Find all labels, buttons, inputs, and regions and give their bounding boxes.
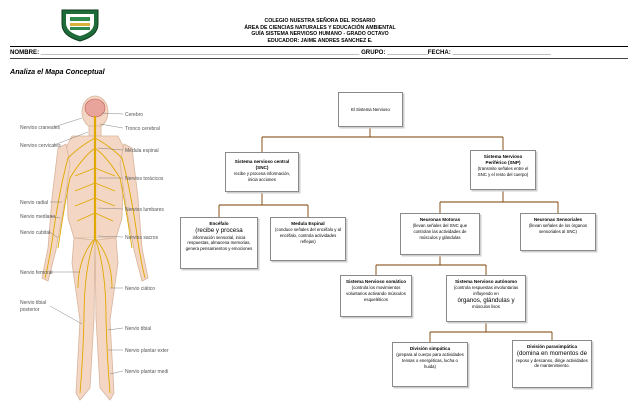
label-nervios-lumbares: Nervios lumbares bbox=[125, 207, 164, 213]
header-rule bbox=[10, 46, 628, 47]
label-nervios-sacros: Nervios sacros bbox=[125, 235, 159, 241]
node-medula-espinal: Medula Espinal (conduce señales del encé… bbox=[270, 217, 346, 261]
node-neuronas-sensoriales: Neuronas Sensoriales (llevan señales de … bbox=[520, 213, 596, 251]
label-cerebro: Cerebro bbox=[125, 112, 143, 118]
student-form-line: NOMBRE: ________________________________… bbox=[10, 49, 551, 56]
node-somatico: Sistema Nervioso somático (controla los … bbox=[340, 275, 412, 317]
node-snp: Sistema Nervioso Periférico (SNP) (trans… bbox=[470, 150, 536, 190]
school-name: COLEGIO NUESTRA SEÑORA DEL ROSARIO bbox=[264, 18, 376, 24]
educator-name: EDUCADOR: JAIME ANDRES SANCHEZ E. bbox=[267, 37, 373, 44]
form-rule bbox=[10, 58, 628, 59]
label-nervio-tibial: Nervio tibial bbox=[125, 326, 151, 332]
label-nervios-toracicos: Nervios torácicos bbox=[125, 176, 164, 182]
node-neuronas-motoras: Neuronas Motoras (llevan señales del SNC… bbox=[400, 213, 480, 255]
node-division-parasimpatica: División parasimpática (domina en moment… bbox=[512, 340, 592, 388]
school-logo bbox=[58, 8, 102, 42]
guide-title: GUÍA SISTEMA NERVIOSO HUMANO - GRADO OCT… bbox=[251, 31, 389, 38]
label-nervios-craneales: Nervios craneales bbox=[20, 125, 61, 131]
node-sistema-nervioso: El Sistema Nervioso bbox=[338, 92, 403, 127]
label-nervio-radial: Nervio radial bbox=[20, 200, 48, 206]
instruction-text: Analiza el Mapa Conceptual bbox=[10, 67, 105, 76]
label-tronco-cerebral: Tronco cerebral bbox=[125, 126, 160, 132]
label-nervio-plantar-medial: Nervio plantar medi bbox=[125, 369, 168, 375]
svg-text:posterior: posterior bbox=[20, 307, 40, 313]
label-nervio-ciatico: Nervio ciático bbox=[125, 286, 155, 292]
nervous-system-figure: Nervios craneales Nervios cervicales Ner… bbox=[20, 88, 190, 413]
label-medula-espinal: Médula espinal bbox=[125, 148, 159, 154]
school-header: COLEGIO NUESTRA SEÑORA DEL ROSARIO ÁREA … bbox=[200, 18, 440, 44]
area-name: ÁREA DE CIENCIAS NATURALES Y EDUCACIÓN A… bbox=[244, 24, 396, 31]
node-encefalo: Encéfalo (recibe y procesa información s… bbox=[180, 217, 258, 269]
node-snc: Sistema nervioso central (SNC) recibe y … bbox=[225, 152, 299, 192]
label-nervios-cervicales: Nervios cervicales bbox=[20, 143, 61, 149]
label-nervio-tibial-posterior: Nervio tibial bbox=[20, 300, 46, 306]
node-division-simpatica: División simpática (prepara al cuerpo pa… bbox=[392, 342, 468, 387]
label-nervio-plantar-externo: Nervio plantar exter bbox=[125, 348, 169, 354]
label-nervio-cubital: Nervio cubital bbox=[20, 230, 50, 236]
node-autonomo: Sistema Nervioso autónomo (controla resp… bbox=[446, 275, 526, 322]
label-nervio-femoral: Nervio femoral bbox=[20, 270, 53, 276]
body-illustration: Nervios craneales Nervios cervicales Ner… bbox=[20, 95, 169, 401]
label-nervio-mediano: Nervio mediano bbox=[20, 214, 55, 220]
